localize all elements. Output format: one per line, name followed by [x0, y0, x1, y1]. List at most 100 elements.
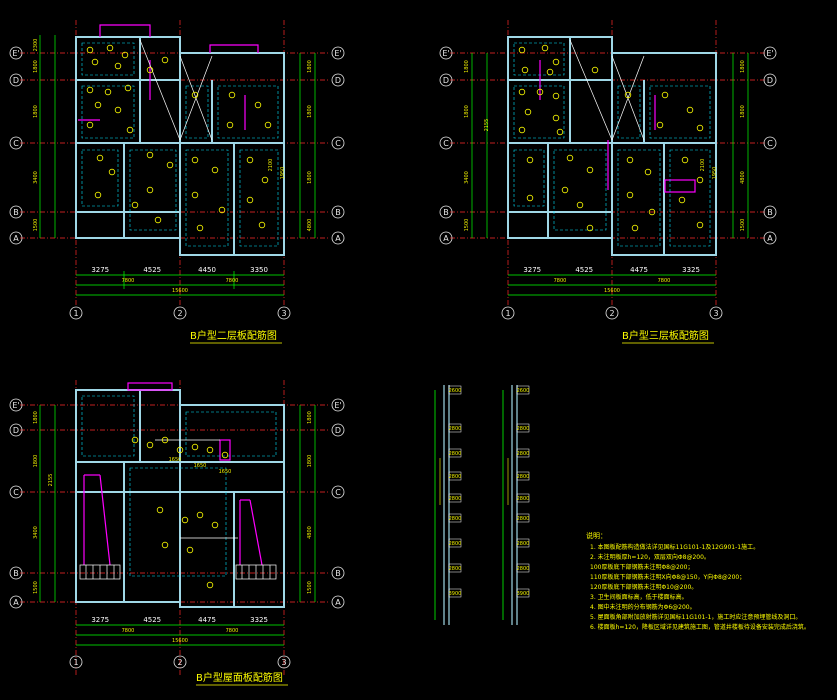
dim-label-vertical: 3400	[464, 171, 470, 184]
section-label: 2800	[517, 516, 530, 522]
dim-label-vertical: 1800	[307, 105, 313, 118]
grid-bubble	[439, 205, 453, 219]
rebar-marker	[191, 443, 199, 451]
rebar-marker	[131, 436, 139, 444]
section-label-box	[516, 471, 530, 481]
grid-bubble	[331, 205, 345, 219]
grid-bubble	[331, 423, 345, 437]
section-label: 2600	[517, 388, 530, 394]
dim-label-vertical: 2300	[33, 39, 39, 52]
rebar-marker	[518, 88, 526, 96]
rebar-marker	[196, 511, 204, 519]
grid-bubble	[9, 46, 23, 60]
rebar-marker	[586, 224, 594, 232]
dim-label: 7800	[226, 628, 239, 634]
dim-label: 3325	[682, 266, 700, 274]
grid-col-label: 2	[177, 309, 182, 318]
rebar-marker	[206, 581, 214, 589]
section-label-box	[516, 423, 530, 433]
notes-line: 3. 卫生间板面标高，低于楼面标高。	[590, 593, 688, 601]
notes-line: 4. 图中未注明的分布钢筋为Φ6@200。	[590, 603, 696, 611]
notes-line: 100厚板底下部钢筋未注明Φ8@200；	[590, 563, 693, 571]
dim-label: 4450	[198, 266, 216, 274]
grid-bubble	[9, 485, 23, 499]
rebar-marker	[91, 58, 99, 66]
rebar-marker	[86, 86, 94, 94]
dim-label-vertical: 1500	[740, 219, 746, 232]
rebar-marker	[191, 156, 199, 164]
grid-bubble	[69, 306, 83, 320]
rebar-marker	[131, 201, 139, 209]
rebar-marker	[211, 521, 219, 529]
rebar-marker	[246, 196, 254, 204]
plan-title-3f: B户型三层板配筋图	[622, 329, 709, 342]
rebar-marker	[656, 121, 664, 129]
rebar-marker	[521, 66, 529, 74]
rebar-marker	[264, 121, 272, 129]
rebar-marker	[546, 68, 554, 76]
grid-row-label: A	[767, 234, 773, 243]
rebar-marker	[552, 114, 560, 122]
dim-label-vertical: 1800	[307, 455, 313, 468]
grid-row-label: E'	[334, 49, 341, 58]
dim-label: 7800	[226, 278, 239, 284]
grid-row-label: E'	[12, 401, 19, 410]
grid-col-label: 1	[505, 309, 510, 318]
dim-label-total: 15600	[172, 638, 188, 644]
general-notes: 说明： 1. 本图板配筋构造做法详见国标11G101-1及12G901-1施工。…	[586, 531, 810, 631]
section-label-box	[448, 588, 462, 598]
grid-row-label: E'	[334, 401, 341, 410]
rebar-marker	[696, 221, 704, 229]
dim-label-vertical: 1800	[33, 455, 39, 468]
dim-label-vertical: 1800	[307, 60, 313, 73]
section-label-box	[448, 538, 462, 548]
section-label-box	[448, 563, 462, 573]
rebar-marker	[591, 66, 599, 74]
grid-bubble	[9, 566, 23, 580]
dim-label: 7800	[122, 278, 135, 284]
grid-bubble	[9, 423, 23, 437]
notes-title: 说明：	[586, 531, 607, 540]
rebar-marker	[211, 166, 219, 174]
grid-col-label: 3	[281, 309, 286, 318]
rebar-marker	[696, 124, 704, 132]
section-label-box	[516, 448, 530, 458]
rebar-marker	[518, 46, 526, 54]
section-label-box	[448, 513, 462, 523]
grid-bubble	[331, 595, 345, 609]
rebar-marker	[114, 62, 122, 70]
dim-label: 4475	[630, 266, 648, 274]
grid-row-label: D	[13, 76, 19, 85]
rebar-marker	[161, 436, 169, 444]
grid-col-label: 1	[73, 658, 78, 667]
rebar-marker	[161, 56, 169, 64]
section-label: 2800	[449, 451, 462, 457]
grid-col-label: 3	[281, 658, 286, 667]
rebar-marker	[561, 186, 569, 194]
rebar-marker	[576, 201, 584, 209]
section-label-box	[516, 385, 530, 395]
dim-label: 3325	[250, 616, 268, 624]
section-label: 2800	[517, 566, 530, 572]
dim-label-vertical: 1800	[33, 60, 39, 73]
section-label-box	[516, 493, 530, 503]
dim-label: 4525	[143, 616, 161, 624]
grid-row-label: A	[13, 234, 19, 243]
rebar-marker	[626, 156, 634, 164]
grid-row-label: C	[335, 488, 341, 497]
grid-col-label: 1	[73, 309, 78, 318]
grid-bubble	[9, 136, 23, 150]
notes-line: 120厚板底下部钢筋未注明Φ10@200。	[590, 583, 697, 591]
rebar-marker	[181, 516, 189, 524]
grid-bubble	[709, 306, 723, 320]
grid-bubble	[9, 205, 23, 219]
grid-bubble	[331, 398, 345, 412]
dim-label: 7800	[122, 628, 135, 634]
rebar-marker	[526, 194, 534, 202]
rebar-marker	[196, 224, 204, 232]
rebar-marker	[696, 176, 704, 184]
grid-bubble	[9, 231, 23, 245]
grid-row-label: A	[335, 598, 341, 607]
